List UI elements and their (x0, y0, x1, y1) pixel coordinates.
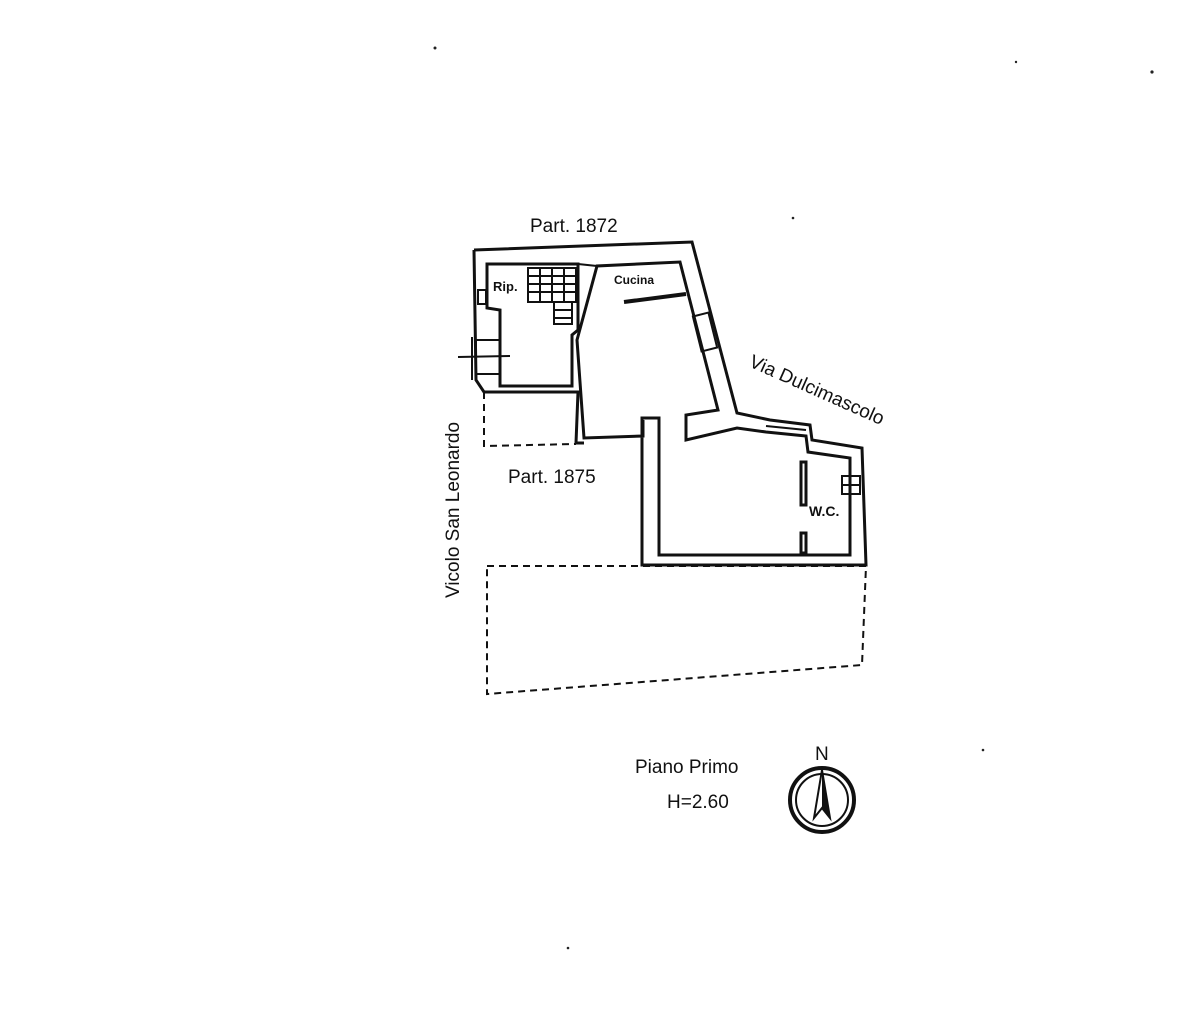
label-north: N (815, 744, 829, 765)
north-arrow-icon (788, 766, 856, 834)
dashed-boundary-west (483, 392, 577, 448)
east-window (691, 311, 719, 353)
wc-partition (799, 460, 808, 555)
label-parcel-north: Part. 1872 (530, 216, 618, 237)
label-ceiling-height: H=2.60 (667, 792, 729, 813)
label-parcel-south: Part. 1875 (508, 467, 596, 488)
label-street-west: Vicolo San Leonardo (443, 422, 464, 598)
balcony-door (765, 425, 807, 431)
kitchen-counter (623, 292, 687, 304)
wc-window (841, 475, 861, 495)
label-room-kitchen: Cucina (614, 273, 654, 287)
label-room-wc: W.C. (809, 503, 839, 519)
label-room-storage: Rip. (493, 279, 518, 294)
west-window (457, 289, 511, 380)
dashed-boundary-south (486, 565, 868, 696)
scan-specks (433, 46, 1154, 950)
building-walls (472, 240, 868, 567)
staircase (527, 267, 577, 325)
label-floor-name: Piano Primo (635, 757, 739, 778)
